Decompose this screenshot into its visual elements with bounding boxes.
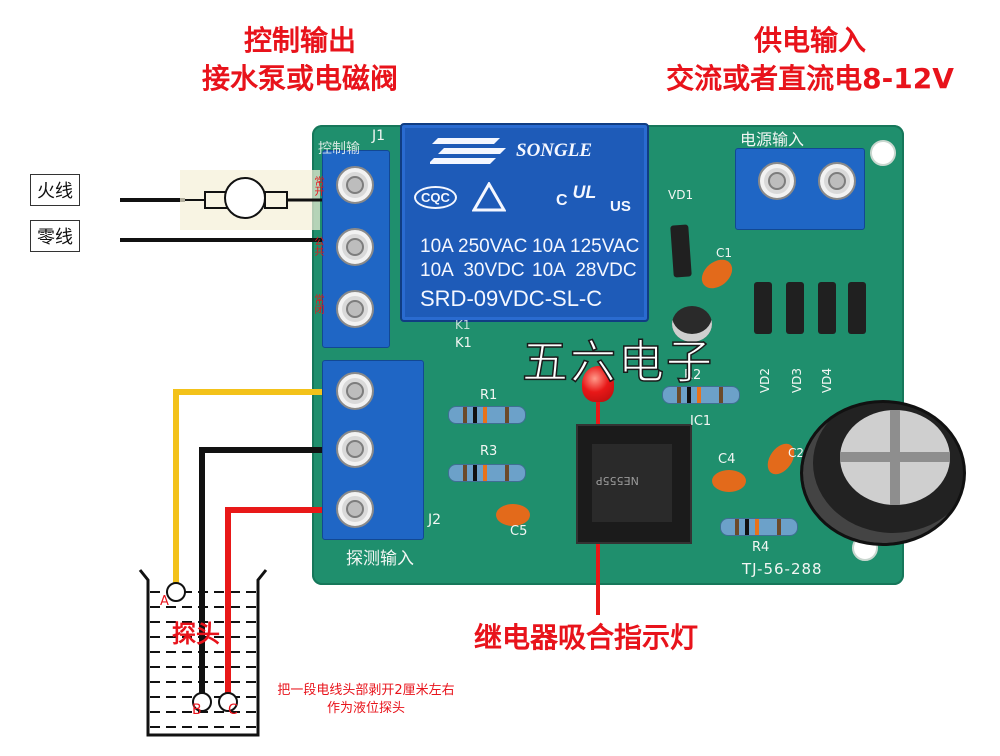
ic1-label: IC1	[690, 414, 712, 429]
c2-label: C2	[788, 446, 805, 460]
probe-note-line1: 把一段电线头部剥开2厘米左右	[277, 683, 455, 698]
relay-c-mark: C	[556, 192, 568, 209]
j1-screw-nc[interactable]	[336, 290, 374, 328]
capacitor-c4	[712, 470, 746, 492]
ic1-chip	[592, 444, 672, 522]
triangle-mark-icon	[472, 182, 506, 212]
probe-wire-yellow	[173, 389, 350, 590]
resistor-r1	[448, 406, 526, 424]
power-input-label: 电源输入	[740, 130, 805, 149]
j1-label: J1	[372, 128, 386, 144]
j1-pin-com-label: 公共	[312, 236, 323, 256]
indicator-label: 继电器吸合指示灯	[474, 621, 699, 654]
probe-a-tip	[166, 582, 186, 602]
c1-label: C1	[716, 246, 733, 260]
board-id: TJ-56-288	[742, 560, 823, 578]
power-screw-2[interactable]	[818, 162, 856, 200]
j1-pin-nc-label: 常闭	[312, 294, 323, 314]
relay-rating1-right: 10A 125VAC	[532, 236, 640, 257]
j2-screw-b[interactable]	[336, 430, 374, 468]
diode-vd1	[670, 224, 692, 278]
relay-model: SRD-09VDC-SL-C	[420, 286, 603, 311]
probe-b-tip	[192, 692, 212, 712]
probe-point-a: A	[160, 594, 169, 609]
relay-brand: SONGLE	[516, 140, 593, 161]
output-title: 控制输出 接水泵或电磁阀	[170, 22, 430, 98]
r3-label: R3	[480, 444, 498, 459]
mount-hole-top-right	[870, 140, 896, 166]
c4-label: C4	[718, 452, 736, 467]
j2-label: J2	[428, 512, 442, 528]
power-screw-1[interactable]	[758, 162, 796, 200]
relay-rating2-left: 10A 30VDC	[420, 260, 525, 281]
j1-screw-no[interactable]	[336, 166, 374, 204]
watermark: 五六电子	[521, 334, 714, 390]
output-title-line1: 控制输出	[243, 24, 356, 57]
vd1-label: VD1	[668, 188, 694, 202]
beaker-outline	[138, 569, 268, 737]
power-title: 供电输入 交流或者直流电8-12V	[640, 22, 980, 98]
r1-label: R1	[480, 388, 498, 403]
vd3-label: VD3	[790, 368, 804, 394]
relay-us-mark: US	[610, 198, 631, 215]
k1-label-b: K1	[455, 336, 472, 351]
detect-input-label: 探测输入	[346, 549, 414, 569]
resistor-r3	[448, 464, 526, 482]
capacitor-c5	[496, 504, 530, 526]
diode-vd4	[818, 282, 836, 334]
probe-point-b: B	[192, 702, 202, 718]
songle-logo-icon	[430, 138, 506, 164]
ic1-part-text: NE555P	[596, 474, 639, 487]
live-label: 火线	[30, 174, 80, 206]
relay-cqc-mark: CQC	[414, 186, 457, 209]
j2-screw-a[interactable]	[336, 372, 374, 410]
relay-rating1-left: 10A 250VAC	[420, 236, 528, 257]
r2-label: R2	[684, 368, 702, 383]
power-title-line1: 供电输入	[753, 24, 866, 57]
diode-vd5	[848, 282, 866, 334]
j1-header-label: 控制输	[318, 141, 360, 157]
probe-point-c: C	[228, 702, 238, 718]
vd4-label: VD4	[820, 368, 834, 394]
load-motor-symbol	[224, 177, 266, 219]
electrolytic-capacitor-top	[840, 410, 950, 505]
output-title-line2: 接水泵或电磁阀	[201, 62, 398, 95]
j1-pin-no-label: 常开	[312, 176, 323, 196]
probe-note: 把一段电线头部剥开2厘米左右 作为液位探头	[266, 682, 466, 718]
vd2-label: VD2	[758, 368, 772, 394]
probe-wire-black	[199, 447, 350, 700]
relay	[400, 123, 649, 322]
diode-vd2	[754, 282, 772, 334]
probe-note-line2: 作为液位探头	[326, 701, 405, 716]
probe-wire-red	[225, 507, 350, 700]
diode-vd3	[786, 282, 804, 334]
probe-label: 探头	[172, 620, 220, 648]
indicator-led	[582, 366, 614, 402]
transistor	[672, 306, 712, 342]
neutral-label: 零线	[30, 220, 80, 252]
r4-label: R4	[752, 540, 770, 555]
c5-label: C5	[510, 524, 528, 539]
j1-screw-com[interactable]	[336, 228, 374, 266]
k1-label-a: K1	[455, 318, 471, 332]
resistor-r4	[720, 518, 798, 536]
relay-rating2-right: 10A 28VDC	[532, 260, 637, 281]
power-title-line2: 交流或者直流电8-12V	[666, 62, 954, 95]
resistor-r2	[662, 386, 740, 404]
j2-screw-c[interactable]	[336, 490, 374, 528]
relay-ul-mark: ᵁᴸ	[572, 180, 596, 210]
probe-c-tip	[218, 692, 238, 712]
terminal-power	[735, 148, 865, 230]
